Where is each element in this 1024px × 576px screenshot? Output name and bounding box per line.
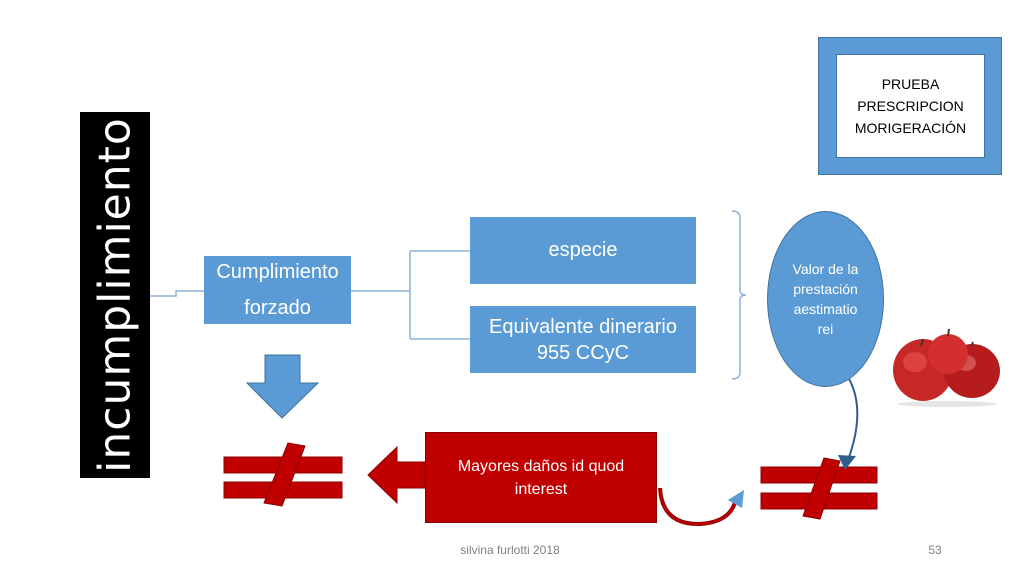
curved-arrow-icon xyxy=(658,487,744,527)
connector-cumplimiento-to-branches xyxy=(351,250,470,340)
not-equal-icon-left xyxy=(223,442,343,507)
down-arrow-icon xyxy=(245,354,320,419)
prueba-line2: PRESCRIPCION xyxy=(857,98,964,114)
footer-page-number: 53 xyxy=(928,543,942,557)
equivalente-line2: 955 CCyC xyxy=(536,341,630,364)
vertical-title-bar: incumplimiento xyxy=(80,112,150,478)
mayores-line2: interest xyxy=(514,480,568,498)
valor-line1: Valor de la xyxy=(792,261,859,277)
apples-icon xyxy=(893,328,1000,407)
valor-line3: aestimatio xyxy=(793,301,858,317)
prueba-box: PRUEBA PRESCRIPCION MORIGERACIÓN xyxy=(836,54,985,158)
valor-line4: rei xyxy=(817,321,834,337)
valor-prestacion-ellipse: Valor de la prestación aestimatio rei xyxy=(767,211,884,387)
valor-line2: prestación xyxy=(793,281,858,297)
equivalente-line1: Equivalente dinerario xyxy=(489,315,677,338)
mayores-danos-box: Mayores daños id quod interest xyxy=(425,432,657,523)
cumplimiento-line1: Cumplimiento xyxy=(216,261,339,283)
bracket-right xyxy=(731,210,747,380)
equivalente-dinerario-box: Equivalente dinerario 955 CCyC xyxy=(470,306,696,373)
cumplimiento-forzado-box: Cumplimiento forzado xyxy=(204,256,351,324)
footer-author: silvina furlotti 2018 xyxy=(460,543,560,557)
not-equal-icon-right xyxy=(760,457,878,520)
mayores-line1: Mayores daños id quod xyxy=(457,457,625,475)
cumplimiento-line2: forzado xyxy=(244,297,311,319)
prueba-line1: PRUEBA xyxy=(881,76,940,92)
left-arrow-icon xyxy=(367,445,426,505)
especie-label: especie xyxy=(548,239,618,261)
prueba-line3: MORIGERACIÓN xyxy=(854,120,967,136)
connector-title-to-cumplimiento xyxy=(150,290,204,297)
especie-box: especie xyxy=(470,217,696,284)
